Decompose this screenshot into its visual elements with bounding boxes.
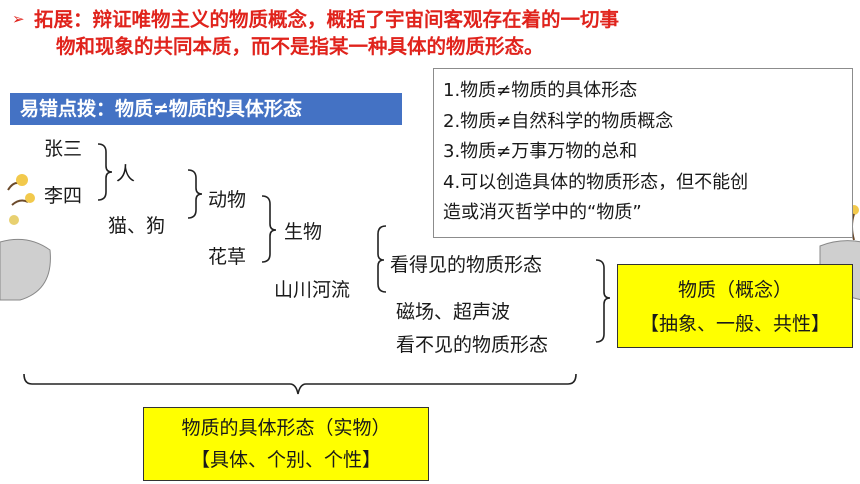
title-line-2: 物和现象的共同本质，而不是指某一种具体的物质形态。 xyxy=(56,35,544,58)
instance-line-2: 【具体、个别、个性】 xyxy=(190,449,381,471)
instance-box: 物质的具体形态（实物） 【具体、个别、个性】 xyxy=(143,407,429,481)
brace-bottom xyxy=(23,373,577,395)
instance-line-1: 物质的具体形态（实物） xyxy=(181,417,391,439)
note-item: 1.物质≠物质的具体形态 xyxy=(443,80,638,101)
note-item: 造或消灭哲学中的“物质” xyxy=(443,202,642,223)
word-lisi: 李四 xyxy=(44,185,83,207)
flower-pot-left-icon xyxy=(0,174,51,301)
word-cichang: 磁场、超声波 xyxy=(396,301,511,323)
word-kanbujian: 看不见的物质形态 xyxy=(396,334,549,356)
tip-banner: 易错点拨：物质≠物质的具体形态 xyxy=(10,93,402,125)
word-kandejian: 看得见的物质形态 xyxy=(390,254,543,276)
word-ren: 人 xyxy=(116,163,136,185)
word-huacao: 花草 xyxy=(208,246,247,268)
word-maogou: 猫、狗 xyxy=(108,215,166,237)
note-item: 4.可以创造具体的物质形态，但不能创 xyxy=(443,171,749,193)
concept-line-2: 【抽象、一般、共性】 xyxy=(639,313,830,335)
brace-shengwu xyxy=(261,195,277,263)
note-item: 2.物质≠自然科学的物质概念 xyxy=(443,110,674,132)
brace-concept xyxy=(595,259,611,343)
word-dongwu: 动物 xyxy=(208,189,247,211)
brace-kandejian xyxy=(377,225,387,293)
notes-box: 1.物质≠物质的具体形态 2.物质≠自然科学的物质概念 3.物质≠万事万物的总和… xyxy=(433,68,853,238)
brace-ren xyxy=(97,143,113,201)
title-line-1: 拓展：辩证唯物主义的物质概念，概括了宇宙间客观存在着的一切事 xyxy=(34,8,620,31)
arrow-bullet-icon: ➢ xyxy=(12,10,25,28)
concept-line-1: 物质（概念） xyxy=(677,279,792,301)
word-shanchuan: 山川河流 xyxy=(274,279,351,301)
word-shengwu: 生物 xyxy=(284,221,323,243)
note-item: 3.物质≠万事万物的总和 xyxy=(443,141,638,162)
word-zhangsan: 张三 xyxy=(44,138,83,160)
concept-box: 物质（概念） 【抽象、一般、共性】 xyxy=(617,264,853,348)
brace-dongwu xyxy=(187,169,203,219)
